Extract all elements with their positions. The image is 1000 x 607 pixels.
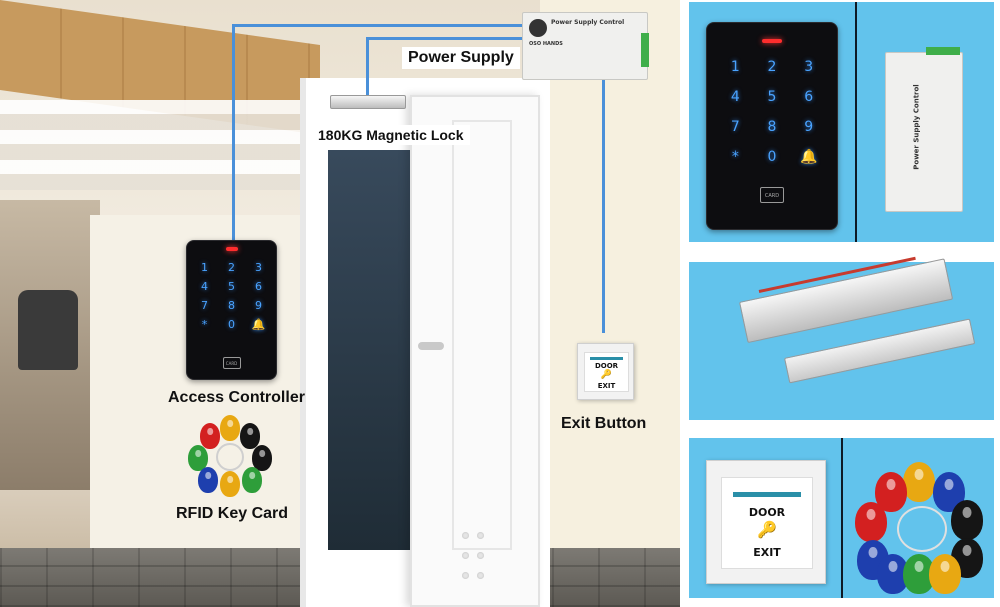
product-panel-maglock [689, 256, 994, 420]
product-exit-button: DOOR 🔑 EXIT [706, 460, 826, 584]
wire-lock-vertical [366, 37, 369, 99]
office-chair [18, 290, 78, 370]
rfid-fob-cluster [186, 415, 278, 499]
door-handle [418, 342, 444, 350]
rfid-fob [200, 423, 220, 449]
power-supply-device: Power Supply Control OSO HANDS [522, 12, 649, 80]
key-1: 1 [201, 261, 208, 274]
key-6: 6 [255, 280, 262, 293]
door-leaf [410, 95, 540, 607]
key-icon: 🔑 [757, 520, 777, 539]
panel-divider [841, 438, 843, 598]
power-supply-logo-icon [529, 19, 547, 37]
bell-icon: 🔔 [799, 149, 818, 165]
power-supply-terminal [641, 33, 649, 67]
door-opening [328, 150, 410, 550]
product-power-supply: Power Supply Control [885, 47, 963, 212]
rfid-fob [951, 500, 983, 540]
product-rfid-fobs [851, 458, 991, 594]
wire-lock-horizontal [366, 37, 524, 40]
wire-keypad-vertical [232, 24, 235, 242]
product-power-supply-brand: Power Supply Control [912, 84, 921, 170]
key-3: 3 [255, 261, 262, 274]
exit-button-line1: DOOR [594, 362, 619, 370]
key-5: 5 [228, 280, 235, 293]
rfid-fob [198, 467, 218, 493]
right-wall [540, 0, 680, 560]
label-exit-button: Exit Button [561, 415, 647, 432]
label-access-controller: Access Controller [168, 389, 305, 406]
exit-button-device: DOOR 🔑 EXIT [577, 343, 634, 400]
key-5: 5 [767, 89, 777, 105]
key-star: * [731, 149, 739, 165]
key-0: 0 [767, 149, 777, 165]
product-card-reader: CARD [760, 187, 784, 203]
product-keypad: 1 2 3 4 5 6 7 8 9 * 0 🔔 CARD [706, 22, 838, 230]
panel-divider [855, 2, 857, 242]
key-2: 2 [767, 59, 777, 75]
key-8: 8 [767, 119, 777, 135]
key-1: 1 [730, 59, 740, 75]
exit-button-line2: EXIT [597, 382, 616, 390]
exit-button-face: DOOR 🔑 EXIT [584, 352, 629, 392]
key-8: 8 [228, 299, 235, 312]
installation-scene: Power Supply Control OSO HANDS Power Sup… [0, 0, 680, 607]
power-supply-brand: Power Supply Control [551, 19, 625, 26]
rfid-fob [855, 502, 887, 542]
key-0: 0 [228, 318, 235, 331]
magnetic-lock-device [330, 95, 406, 109]
door-decoration-dots [458, 528, 498, 579]
key-star: * [201, 318, 208, 331]
label-rfid-key-card: RFID Key Card [176, 505, 289, 522]
key-7: 7 [201, 299, 208, 312]
key-2: 2 [228, 261, 235, 274]
product-panel-exit-rfid: DOOR 🔑 EXIT [689, 438, 994, 598]
keypad-card-reader: CARD [222, 357, 241, 369]
product-panel-keypad-psu: 1 2 3 4 5 6 7 8 9 * 0 🔔 CARD Power Suppl… [689, 2, 994, 242]
rfid-fob [929, 554, 961, 594]
ceiling-lights [0, 100, 300, 190]
product-keypad-keys: 1 2 3 4 5 6 7 8 9 * 0 🔔 [717, 59, 827, 165]
keypad-status-led [225, 247, 238, 251]
key-4: 4 [201, 280, 208, 293]
label-power-supply: Power Supply [402, 47, 520, 69]
product-keypad-led [762, 39, 782, 43]
keypad-keys: 1 2 3 4 5 6 7 8 9 * 0 🔔 [191, 261, 272, 331]
rfid-fob [220, 471, 240, 497]
keyring-center [897, 506, 947, 552]
product-power-supply-terminal [926, 47, 960, 55]
wire-exit-vertical [602, 78, 605, 333]
door-glass-panel [452, 120, 512, 550]
key-icon: 🔑 [600, 370, 613, 380]
rfid-fob [903, 462, 935, 502]
wire-top-horizontal [232, 24, 524, 27]
rfid-fob [240, 423, 260, 449]
key-4: 4 [730, 89, 740, 105]
rfid-fob [220, 415, 240, 441]
rfid-fob [252, 445, 272, 471]
product-exit-line2: EXIT [753, 546, 781, 559]
keyring-center [216, 443, 244, 471]
key-9: 9 [804, 119, 814, 135]
access-controller-keypad: 1 2 3 4 5 6 7 8 9 * 0 🔔 CARD [186, 240, 277, 380]
rfid-fob [188, 445, 208, 471]
product-exit-button-face: DOOR 🔑 EXIT [721, 477, 813, 569]
key-3: 3 [804, 59, 814, 75]
bell-icon: 🔔 [251, 318, 266, 331]
product-exit-line1: DOOR [748, 506, 786, 519]
key-7: 7 [730, 119, 740, 135]
key-6: 6 [804, 89, 814, 105]
label-magnetic-lock: 180KG Magnetic Lock [312, 125, 470, 145]
power-supply-logo-text: OSO HANDS [529, 41, 563, 47]
key-9: 9 [255, 299, 262, 312]
product-exit-stripe [732, 492, 802, 497]
exit-button-stripe [590, 357, 623, 360]
rfid-fob [242, 467, 262, 493]
